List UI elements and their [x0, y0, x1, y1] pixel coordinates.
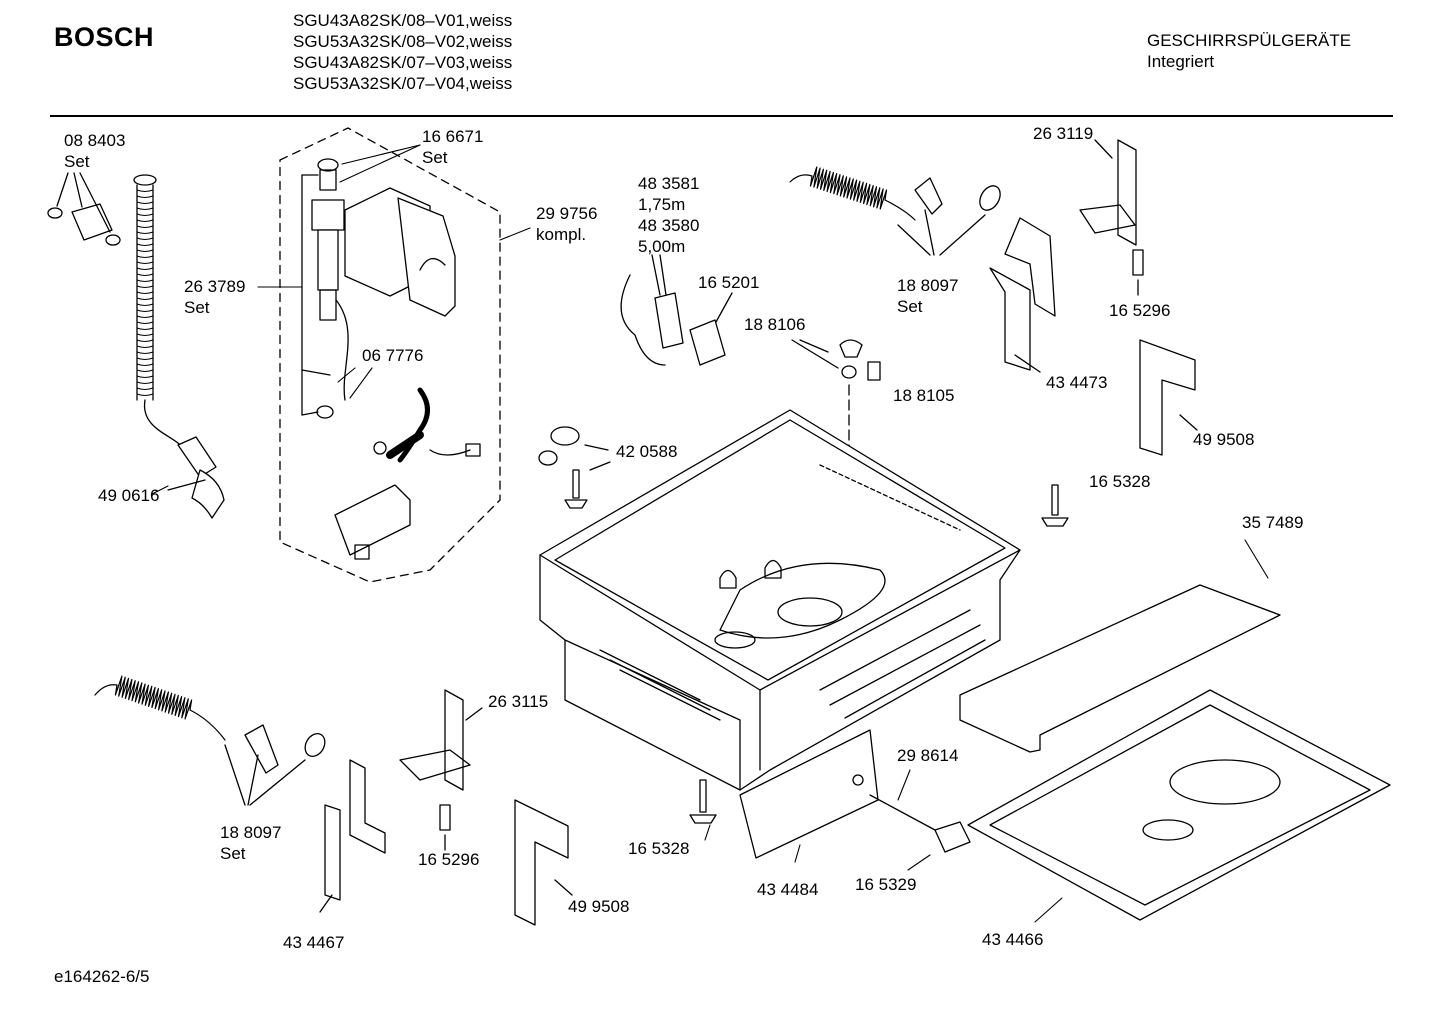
part-label-16-5329: 16 5329	[855, 875, 917, 894]
brand-logo: BOSCH	[54, 22, 155, 52]
part-label-43-4484: 43 4484	[757, 880, 819, 899]
part-label-18-8106: 18 8106	[744, 315, 806, 334]
document-id: e164262-6/5	[54, 967, 150, 986]
part-label-35-7489: 35 7489	[1242, 513, 1304, 532]
part-label-49-9508-right: 49 9508	[1193, 430, 1255, 449]
hinge-bracket-right-drawing	[989, 217, 1056, 373]
part-label-43-4473: 43 4473	[1046, 373, 1108, 392]
part-label-16-5328-right: 16 5328	[1089, 472, 1151, 491]
tray-recess	[1142, 819, 1194, 841]
assembly-dashed-outline	[279, 127, 501, 583]
part-label-43-4467: 43 4467	[283, 933, 345, 952]
model-line: SGU53A32SK/08–V02,weiss	[293, 32, 513, 51]
door-spring-set-left-drawing	[94, 675, 326, 806]
category-title: GESCHIRRSPÜLGERÄTE	[1147, 31, 1352, 50]
part-label-42-0588: 42 0588	[616, 442, 678, 461]
leveling-foot-drawing	[538, 426, 611, 509]
hinge-left-drawing	[319, 689, 483, 913]
door-spring-set-drawing	[789, 166, 1001, 256]
model-line: SGU53A32SK/07–V04,weiss	[293, 74, 513, 93]
dishwasher-base-frame-drawing	[539, 409, 1021, 791]
appliance-category: GESCHIRRSPÜLGERÄTE Integriert	[1147, 30, 1351, 72]
drain-hose-drawing	[133, 174, 225, 519]
leader-line	[1179, 414, 1198, 431]
l-plate-left-drawing	[514, 799, 569, 926]
part-label-49-9508-left: 49 9508	[568, 897, 630, 916]
part-label-16-5296-top: 16 5296	[1109, 301, 1171, 320]
part-label-06-7776: 06 7776	[362, 346, 424, 365]
part-label-18-8105: 18 8105	[893, 386, 955, 405]
tray-recess	[1169, 759, 1281, 805]
part-label-29-8614: 29 8614	[897, 746, 959, 765]
inlet-valve-drawing	[301, 158, 481, 560]
part-label-49-0616: 49 0616	[98, 486, 160, 505]
model-line: SGU43A82SK/07–V03,weiss	[293, 53, 513, 72]
header-divider	[50, 115, 1393, 117]
part-label-16-5328-left: 16 5328	[628, 839, 690, 858]
part-label-16-5201: 16 5201	[698, 273, 760, 292]
screw-left-drawing	[689, 779, 717, 824]
hinge-26-3119-drawing	[1079, 139, 1144, 296]
screw-right-drawing	[1041, 484, 1069, 527]
part-label-26-3115: 26 3115	[488, 692, 549, 711]
part-label-43-4466: 43 4466	[982, 930, 1044, 949]
model-list: SGU43A82SK/08–V01,weiss SGU53A32SK/08–V0…	[293, 10, 512, 94]
base-tray-inner-edge	[989, 704, 1371, 906]
leader-lines	[151, 144, 1269, 923]
cover-plate-35-7489-drawing	[959, 584, 1281, 753]
hose-clamp-set-drawing	[47, 172, 121, 246]
l-plate-right-drawing	[1139, 339, 1196, 456]
base-tray-43-4466-drawing	[967, 689, 1391, 921]
model-line: SGU43A82SK/08–V01,weiss	[293, 11, 513, 30]
front-panel-drawing	[739, 729, 971, 859]
leader-line	[554, 879, 573, 896]
category-subtitle: Integriert	[1147, 52, 1215, 71]
part-label-26-3119: 26 3119	[1033, 124, 1094, 143]
power-cord-drawing	[620, 254, 733, 366]
part-label-16-5296-bottom: 16 5296	[418, 850, 480, 869]
